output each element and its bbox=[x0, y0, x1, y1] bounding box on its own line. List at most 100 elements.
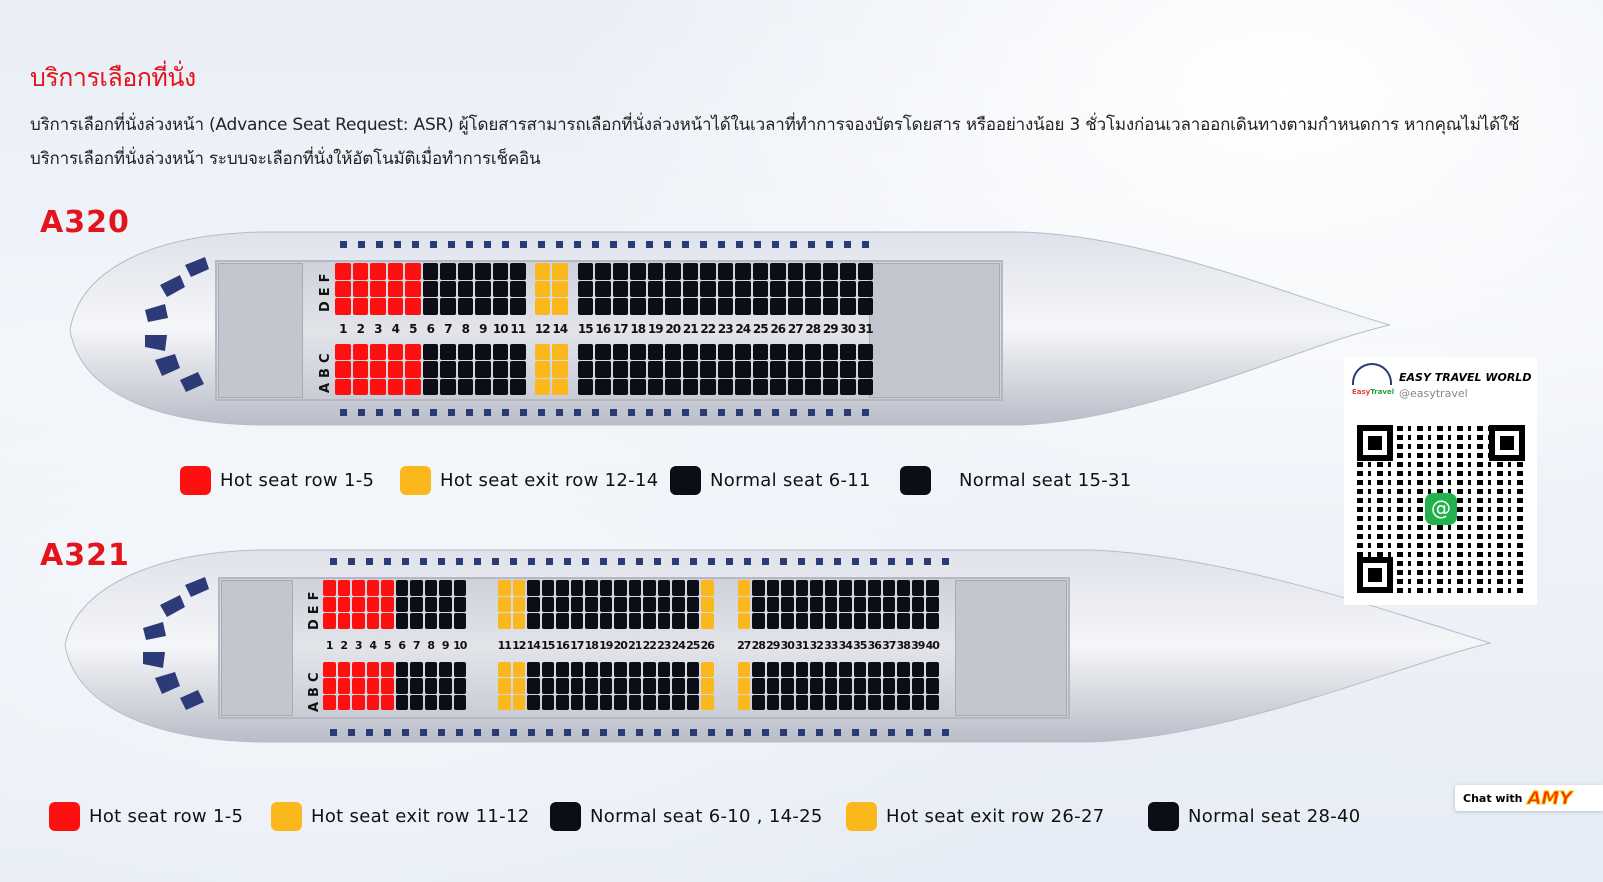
seat-hot[interactable] bbox=[381, 580, 394, 596]
seat-normal[interactable] bbox=[612, 378, 628, 395]
seat-hot[interactable] bbox=[366, 678, 379, 694]
seat-normal[interactable] bbox=[657, 580, 670, 596]
seat-normal[interactable] bbox=[766, 596, 779, 612]
seat-hot[interactable] bbox=[366, 694, 379, 710]
seat-normal[interactable] bbox=[795, 694, 808, 710]
seat-normal[interactable] bbox=[781, 694, 794, 710]
seat-normal[interactable] bbox=[766, 694, 779, 710]
seat-exit[interactable] bbox=[737, 580, 750, 596]
seat-normal[interactable] bbox=[752, 661, 765, 677]
seat-normal[interactable] bbox=[822, 343, 838, 360]
seat-normal[interactable] bbox=[422, 298, 438, 315]
seat-normal[interactable] bbox=[527, 580, 540, 596]
seat-normal[interactable] bbox=[612, 298, 628, 315]
seat-normal[interactable] bbox=[457, 280, 473, 297]
seat-normal[interactable] bbox=[439, 580, 452, 596]
seat-normal[interactable] bbox=[492, 298, 508, 315]
seat-normal[interactable] bbox=[595, 263, 611, 280]
seat-normal[interactable] bbox=[686, 613, 699, 629]
seat-normal[interactable] bbox=[395, 580, 408, 596]
seat-hot[interactable] bbox=[323, 580, 336, 596]
seat-normal[interactable] bbox=[599, 580, 612, 596]
seat-normal[interactable] bbox=[810, 613, 823, 629]
seat-normal[interactable] bbox=[839, 580, 852, 596]
seat-hot[interactable] bbox=[323, 596, 336, 612]
chat-with-amy-button[interactable]: Chat with AMY bbox=[1455, 785, 1603, 811]
seat-normal[interactable] bbox=[682, 280, 698, 297]
seat-normal[interactable] bbox=[735, 280, 751, 297]
seat-normal[interactable] bbox=[805, 298, 821, 315]
seat-normal[interactable] bbox=[882, 613, 895, 629]
seat-normal[interactable] bbox=[614, 678, 627, 694]
seat-normal[interactable] bbox=[541, 596, 554, 612]
seat-normal[interactable] bbox=[612, 263, 628, 280]
seat-normal[interactable] bbox=[599, 613, 612, 629]
seat-normal[interactable] bbox=[868, 580, 881, 596]
seat-normal[interactable] bbox=[672, 580, 685, 596]
seat-normal[interactable] bbox=[787, 298, 803, 315]
seat-normal[interactable] bbox=[439, 694, 452, 710]
seat-normal[interactable] bbox=[628, 678, 641, 694]
seat-normal[interactable] bbox=[868, 678, 881, 694]
seat-normal[interactable] bbox=[795, 580, 808, 596]
seat-normal[interactable] bbox=[882, 661, 895, 677]
seat-normal[interactable] bbox=[556, 580, 569, 596]
seat-normal[interactable] bbox=[556, 613, 569, 629]
seat-normal[interactable] bbox=[665, 280, 681, 297]
seat-normal[interactable] bbox=[781, 661, 794, 677]
seat-exit[interactable] bbox=[737, 678, 750, 694]
seat-normal[interactable] bbox=[612, 361, 628, 378]
seat-normal[interactable] bbox=[766, 580, 779, 596]
seat-hot[interactable] bbox=[387, 343, 403, 360]
seat-normal[interactable] bbox=[700, 378, 716, 395]
seat-normal[interactable] bbox=[840, 280, 856, 297]
seat-normal[interactable] bbox=[735, 343, 751, 360]
seat-normal[interactable] bbox=[752, 694, 765, 710]
seat-hot[interactable] bbox=[352, 280, 368, 297]
seat-hot[interactable] bbox=[335, 378, 351, 395]
seat-normal[interactable] bbox=[822, 263, 838, 280]
seat-normal[interactable] bbox=[781, 678, 794, 694]
seat-normal[interactable] bbox=[643, 580, 656, 596]
seat-exit[interactable] bbox=[701, 580, 714, 596]
seat-exit[interactable] bbox=[701, 613, 714, 629]
seat-normal[interactable] bbox=[770, 298, 786, 315]
seat-hot[interactable] bbox=[381, 678, 394, 694]
seat-normal[interactable] bbox=[630, 298, 646, 315]
seat-normal[interactable] bbox=[868, 661, 881, 677]
seat-normal[interactable] bbox=[717, 378, 733, 395]
seat-normal[interactable] bbox=[686, 694, 699, 710]
seat-normal[interactable] bbox=[822, 298, 838, 315]
seat-hot[interactable] bbox=[352, 596, 365, 612]
seat-normal[interactable] bbox=[853, 694, 866, 710]
seat-hot[interactable] bbox=[405, 343, 421, 360]
seat-normal[interactable] bbox=[911, 580, 924, 596]
seat-normal[interactable] bbox=[585, 613, 598, 629]
seat-normal[interactable] bbox=[410, 678, 423, 694]
seat-normal[interactable] bbox=[570, 678, 583, 694]
seat-normal[interactable] bbox=[824, 661, 837, 677]
seat-normal[interactable] bbox=[735, 298, 751, 315]
seat-exit[interactable] bbox=[737, 694, 750, 710]
seat-normal[interactable] bbox=[424, 694, 437, 710]
seat-normal[interactable] bbox=[439, 678, 452, 694]
seat-hot[interactable] bbox=[352, 613, 365, 629]
seat-hot[interactable] bbox=[405, 298, 421, 315]
seat-normal[interactable] bbox=[822, 280, 838, 297]
seat-normal[interactable] bbox=[475, 378, 491, 395]
seat-normal[interactable] bbox=[510, 378, 526, 395]
seat-normal[interactable] bbox=[410, 596, 423, 612]
seat-normal[interactable] bbox=[897, 694, 910, 710]
seat-normal[interactable] bbox=[665, 361, 681, 378]
seat-normal[interactable] bbox=[839, 678, 852, 694]
seat-normal[interactable] bbox=[781, 580, 794, 596]
seat-exit[interactable] bbox=[534, 280, 550, 297]
seat-normal[interactable] bbox=[643, 661, 656, 677]
seat-normal[interactable] bbox=[752, 678, 765, 694]
seat-normal[interactable] bbox=[897, 580, 910, 596]
seat-normal[interactable] bbox=[643, 596, 656, 612]
seat-hot[interactable] bbox=[337, 596, 350, 612]
seat-normal[interactable] bbox=[657, 661, 670, 677]
seat-hot[interactable] bbox=[352, 694, 365, 710]
seat-hot[interactable] bbox=[366, 580, 379, 596]
